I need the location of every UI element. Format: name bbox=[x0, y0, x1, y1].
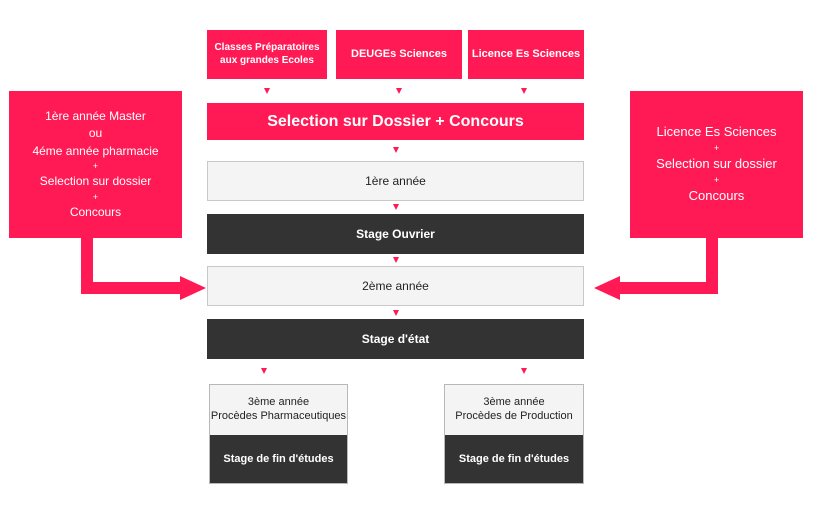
branch-title: 3ème année bbox=[483, 396, 545, 409]
entry-master-pharmacie: 1ère année Master ou 4éme année pharmaci… bbox=[9, 91, 182, 238]
left-line-2: ou bbox=[88, 126, 103, 141]
year-2: 2ème année bbox=[207, 266, 584, 306]
year-1: 1ère année bbox=[207, 161, 584, 201]
branch-pharmaceutiques: 3ème année Procèdes Pharmaceutiques Stag… bbox=[209, 384, 348, 484]
branch-stage: Stage de fin d'études bbox=[445, 435, 583, 483]
right-arrow-head bbox=[594, 276, 620, 300]
arrow-down bbox=[264, 88, 270, 94]
stage-ouvrier: Stage Ouvrier bbox=[207, 214, 584, 254]
right-elbow-horizontal bbox=[619, 282, 718, 294]
year-2-label: 2ème année bbox=[362, 278, 429, 293]
right-line-5: Concours bbox=[688, 187, 745, 203]
left-elbow-horizontal bbox=[81, 282, 181, 294]
stage-etat: Stage d'état bbox=[207, 319, 584, 359]
left-line-7: Concours bbox=[69, 204, 122, 219]
entry-label-line1: Classes Préparatoires bbox=[214, 42, 320, 53]
entry-classes-preparatoires: Classes Préparatoires aux grandes Ecoles bbox=[207, 30, 327, 79]
branch-stage-label: Stage de fin d'études bbox=[223, 453, 334, 465]
entry-label-line2: aux grandes Ecoles bbox=[220, 54, 314, 66]
arrow-down bbox=[521, 368, 527, 374]
stage-etat-label: Stage d'état bbox=[361, 331, 430, 346]
left-line-5: Selection sur dossier bbox=[39, 174, 152, 189]
branch-stage: Stage de fin d'études bbox=[210, 435, 347, 483]
entry-label: DEUGEs Sciences bbox=[351, 47, 447, 60]
branch-title: 3ème année bbox=[247, 396, 310, 409]
left-elbow-vertical bbox=[81, 238, 93, 294]
branch-production: 3ème année Procèdes de Production Stage … bbox=[444, 384, 584, 484]
entry-deuges-sciences: DEUGEs Sciences bbox=[336, 30, 462, 79]
left-line-4: + bbox=[92, 161, 99, 172]
left-line-1: 1ère année Master bbox=[45, 108, 146, 123]
right-line-1: Licence Es Sciences bbox=[656, 124, 777, 140]
right-elbow-vertical bbox=[706, 238, 718, 294]
branch-subtitle: Procèdes de Production bbox=[455, 410, 573, 422]
branch-subtitle: Procèdes Pharmaceutiques bbox=[210, 410, 347, 422]
arrow-down bbox=[521, 88, 527, 94]
selection-label: Selection sur Dossier + Concours bbox=[267, 112, 524, 130]
left-line-3: 4éme année pharmacie bbox=[32, 143, 159, 158]
branch-header: 3ème année Procèdes Pharmaceutiques bbox=[210, 385, 347, 435]
arrow-down bbox=[393, 204, 399, 210]
arrow-down bbox=[393, 147, 399, 153]
arrow-down bbox=[396, 88, 402, 94]
right-line-3: Selection sur dossier bbox=[656, 156, 777, 172]
entry-licence-es-sciences: Licence Es Sciences bbox=[468, 30, 584, 79]
entry-label: Licence Es Sciences bbox=[471, 47, 581, 60]
selection-dossier-concours: Selection sur Dossier + Concours bbox=[207, 103, 584, 140]
right-line-4: + bbox=[713, 174, 720, 185]
left-line-6: + bbox=[92, 191, 99, 202]
stage-ouvrier-label: Stage Ouvrier bbox=[356, 226, 435, 241]
right-line-2: + bbox=[713, 143, 720, 154]
year-1-label: 1ère année bbox=[365, 173, 426, 188]
branch-header: 3ème année Procèdes de Production bbox=[445, 385, 583, 435]
left-arrow-head bbox=[180, 276, 206, 300]
branch-stage-label: Stage de fin d'études bbox=[458, 453, 570, 465]
entry-licence-selection: Licence Es Sciences + Selection sur doss… bbox=[630, 91, 803, 238]
arrow-down bbox=[261, 368, 267, 374]
arrow-down bbox=[393, 257, 399, 263]
arrow-down bbox=[393, 310, 399, 316]
